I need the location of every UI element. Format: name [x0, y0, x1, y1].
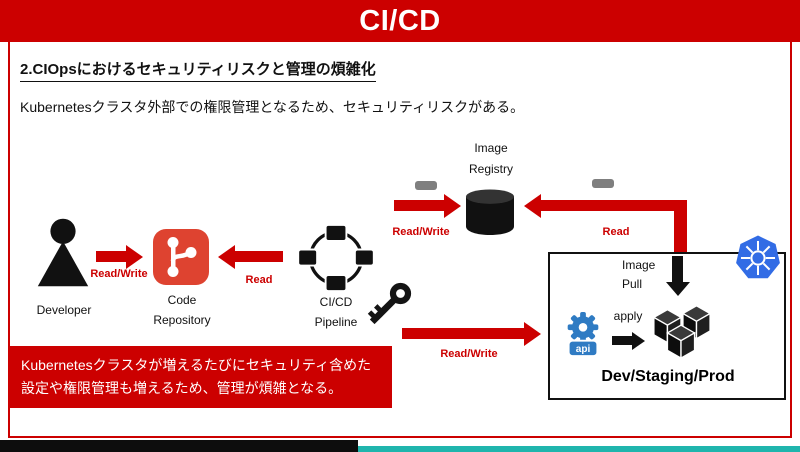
arrow-cluster-to-registry-elbow: [674, 206, 687, 254]
code-repository-icon: [152, 228, 210, 286]
pipeline-label-line1: CI/CD: [319, 295, 353, 309]
arrow-dev-to-repo: [96, 251, 126, 262]
bottom-teal-bar: [350, 446, 800, 452]
image-registry-label: Image Registry: [448, 138, 534, 180]
arrow-pipeline-to-repo: [235, 251, 283, 262]
developer-label: Developer: [36, 303, 92, 317]
image-pull-label-line2: Pull: [622, 277, 643, 291]
apply-arrow: [612, 336, 632, 345]
key-glyph: [367, 282, 412, 325]
pipeline-label: CI/CD Pipeline: [296, 292, 376, 332]
image-pull-arrow: [672, 256, 683, 282]
database-cylinder-icon: [466, 189, 514, 236]
git-logo-icon: [153, 229, 209, 285]
arrow-pipeline-to-registry-label: Read/Write: [392, 226, 450, 238]
section-heading: 2.CIOpsにおけるセキュリティリスクと管理の煩雑化: [20, 58, 376, 82]
container-layer-right: [592, 179, 614, 188]
arrow-pipeline-to-registry: [394, 200, 444, 211]
apply-label: apply: [613, 309, 643, 323]
arrow-cluster-to-registry: [541, 200, 687, 211]
pipeline-label-line2: Pipeline: [314, 315, 358, 329]
cubes-icon: [652, 305, 712, 360]
image-registry-label-line2: Registry: [468, 162, 513, 176]
kubernetes-wheel-icon: [736, 235, 780, 279]
image-pull-label: Image Pull: [622, 256, 668, 294]
cluster-label: Dev/Staging/Prod: [601, 368, 735, 385]
callout-text: Kubernetesクラスタが増えるたびにセキュリティ含めた設定や権限管理も増え…: [21, 357, 372, 396]
kube-api-icon: api: [560, 308, 606, 360]
key-icon: [366, 282, 412, 328]
image-pull-label-line1: Image: [622, 258, 656, 272]
pipeline-icon: [296, 224, 376, 292]
code-repository-label: Code Repository: [138, 290, 226, 330]
gear-api-icon: api: [567, 311, 599, 357]
arrow-pipeline-to-cluster-label: Read/Write: [440, 348, 498, 360]
person-silhouette-icon: [37, 218, 89, 287]
api-label: api: [576, 344, 591, 355]
title-banner: CI/CD: [0, 0, 800, 42]
pipeline-circle-icon: [297, 224, 375, 292]
workloads-icon: [646, 300, 716, 362]
callout-box: Kubernetesクラスタが増えるたびにセキュリティ含めた設定や権限管理も増え…: [10, 346, 392, 408]
developer-icon: [36, 216, 90, 288]
section-subtitle: Kubernetesクラスタ外部での権限管理となるため、セキュリティリスクがある…: [20, 99, 525, 115]
arrow-dev-to-repo-label: Read/Write: [90, 268, 148, 280]
code-repository-label-line2: Repository: [153, 313, 211, 327]
code-repository-label-line1: Code: [167, 293, 197, 307]
bottom-black-bar: [0, 440, 358, 452]
image-registry-icon: [462, 188, 518, 236]
container-layer-left: [415, 181, 437, 190]
image-registry-label-line1: Image: [474, 141, 508, 155]
arrow-cluster-to-registry-label: Read: [602, 226, 630, 238]
arrow-pipeline-to-cluster: [402, 328, 524, 339]
slide-title: CI/CD: [359, 4, 441, 37]
arrow-pipeline-to-repo-label: Read: [245, 274, 273, 286]
kubernetes-icon: [734, 234, 782, 282]
